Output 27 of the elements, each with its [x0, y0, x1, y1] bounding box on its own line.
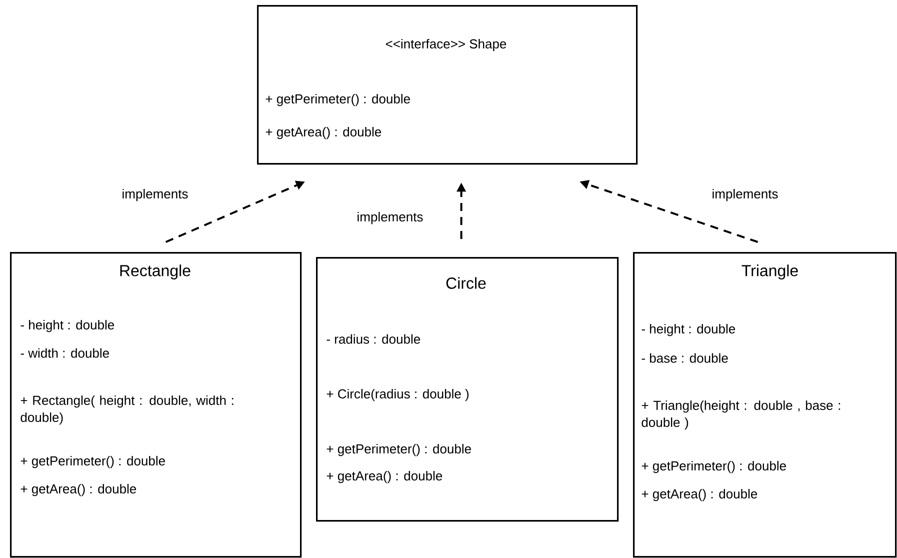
member-text: - height : double [20, 320, 114, 332]
member-text: + getPerimeter() : double [642, 460, 786, 474]
edge-label: implements [120, 188, 190, 202]
member-text: + Circle(radius : double ) [326, 388, 469, 402]
member-text: + Triangle(height : double , base : double ) [642, 400, 840, 430]
member-text: + getArea() : double [642, 488, 758, 502]
member-text: - height : double [642, 324, 736, 336]
member-text: - base : double [642, 353, 728, 363]
interface-box [257, 5, 638, 165]
class-name: Circle [446, 277, 486, 289]
class-name: <<interface>> Shape [386, 38, 506, 52]
member-text: + Rectangle( height : double, width : double) [20, 395, 234, 425]
member-text: + getPerimeter() : double [266, 94, 410, 106]
member-text: + getPerimeter() : double [326, 444, 471, 456]
class-name: Triangle [742, 264, 798, 280]
member-text: + getArea() : double [20, 484, 136, 496]
edge-label: implements [356, 210, 424, 226]
class-box [10, 252, 302, 558]
class-box [316, 257, 619, 522]
edge-label: implements [710, 188, 780, 202]
class-name: Rectangle [120, 264, 190, 280]
member-text: + getPerimeter() : double [20, 456, 165, 468]
member-text: + getArea() : double [266, 126, 382, 140]
class-box [633, 252, 897, 558]
member-text: - radius : double [326, 334, 420, 344]
member-text: + getArea() : double [326, 470, 442, 484]
member-text: - width : double [20, 348, 109, 358]
